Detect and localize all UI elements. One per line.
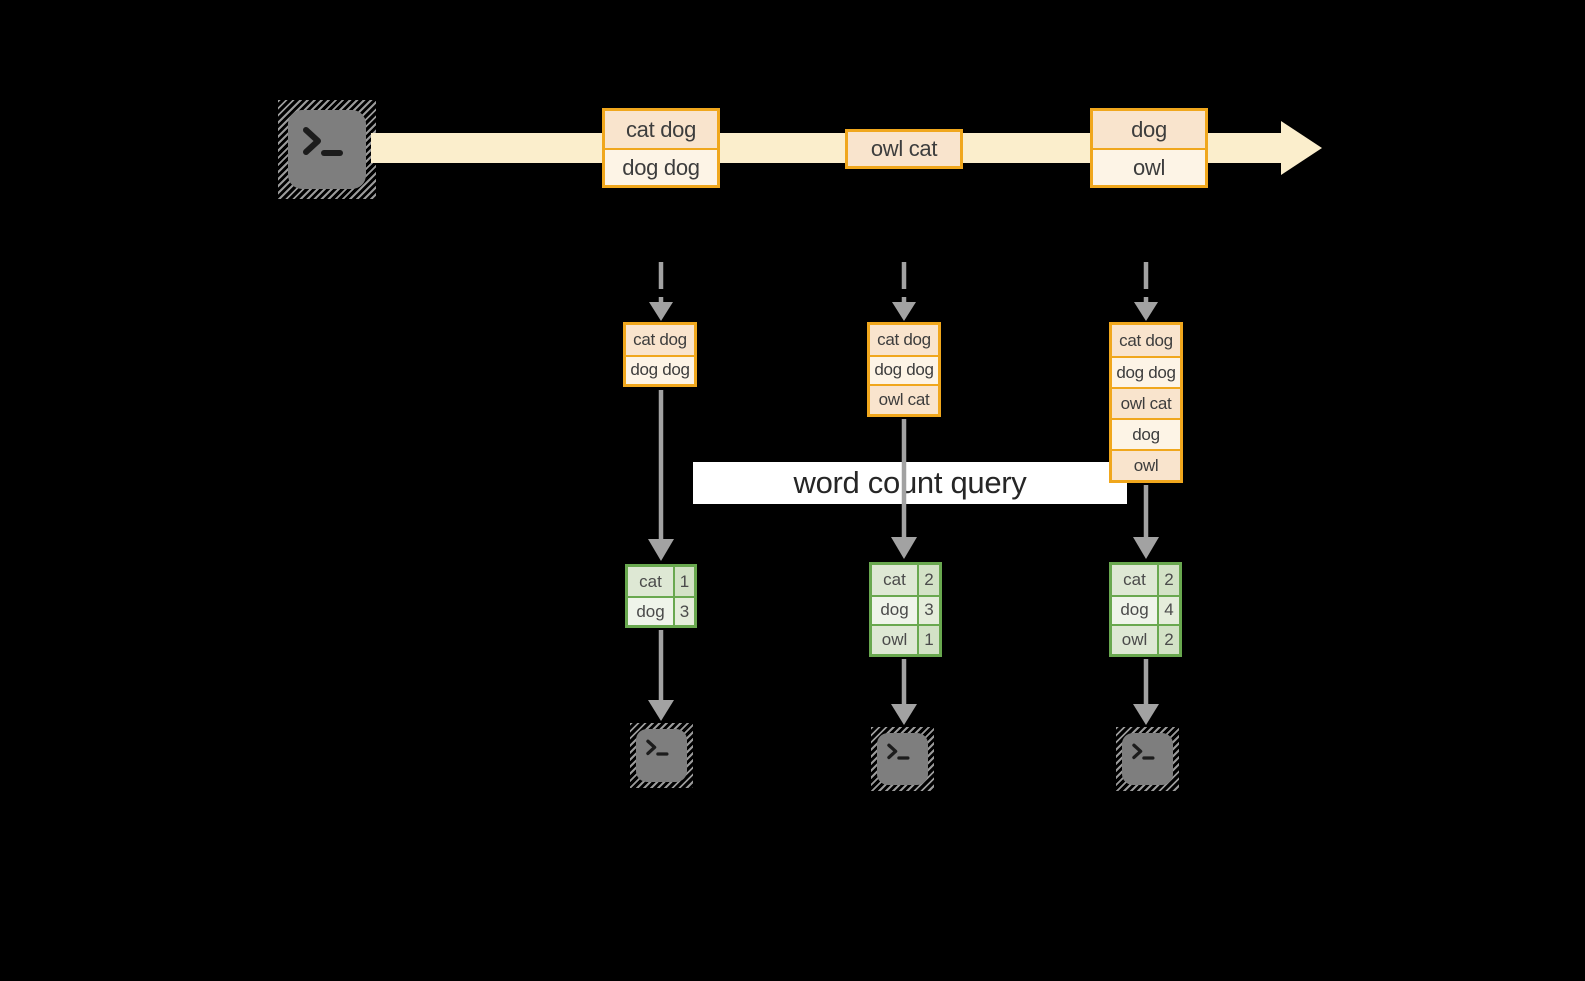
count-value: 2 (1157, 565, 1179, 595)
count-value: 3 (673, 596, 694, 625)
count-value: 1 (917, 624, 939, 654)
count-value: 4 (1157, 594, 1179, 625)
stream-record: dog dog (605, 148, 717, 185)
state-item: owl (1112, 449, 1180, 480)
state-item: cat dog (870, 325, 938, 355)
count-word: dog (872, 594, 917, 625)
count-word: cat (872, 565, 917, 595)
count-word: dog (1112, 594, 1157, 625)
stream-record: owl (1093, 148, 1205, 185)
terminal-icon (278, 100, 376, 199)
count-word: cat (1112, 565, 1157, 595)
prompt-glyph (1132, 743, 1155, 760)
terminal-icon (630, 723, 693, 788)
state-box: cat dog dog dog owl cat (867, 322, 941, 417)
count-value: 2 (917, 565, 939, 595)
prompt-glyph (303, 127, 343, 156)
state-item: cat dog (1112, 325, 1180, 356)
count-word: dog (628, 596, 673, 625)
stream-record: owl cat (848, 132, 960, 166)
state-box: cat dog dog dog (623, 322, 697, 387)
count-table: cat 1 dog 3 (625, 564, 697, 628)
state-item: dog dog (1112, 356, 1180, 387)
terminal-icon (871, 727, 934, 791)
count-table: cat 2 dog 4 owl 2 (1109, 562, 1182, 657)
state-item: dog dog (626, 354, 694, 384)
count-word: cat (628, 567, 673, 596)
count-word: owl (872, 624, 917, 654)
state-item: owl cat (1112, 387, 1180, 418)
stream-timeline-arrowhead-icon (1281, 121, 1322, 175)
stream-record: cat dog (605, 111, 717, 148)
terminal-screen (636, 729, 687, 782)
prompt-glyph (887, 743, 910, 760)
query-label: word count query (793, 465, 1027, 500)
stream-batch-box: owl cat (845, 129, 963, 169)
state-item: dog (1112, 418, 1180, 449)
count-value: 3 (917, 594, 939, 625)
query-banner: word count query (693, 462, 1127, 504)
state-item: cat dog (626, 325, 694, 355)
count-value: 1 (673, 567, 694, 596)
state-item: owl cat (870, 384, 938, 414)
terminal-icon (1116, 727, 1179, 791)
stream-batch-box: cat dog dog dog (602, 108, 720, 188)
state-item: dog dog (870, 354, 938, 385)
stream-batch-box: dog owl (1090, 108, 1208, 188)
terminal-screen (1122, 733, 1173, 785)
state-box: cat dog dog dog owl cat dog owl (1109, 322, 1183, 483)
prompt-glyph (646, 739, 669, 756)
terminal-screen (877, 733, 928, 785)
terminal-screen (288, 110, 366, 189)
stream-record: dog (1093, 111, 1205, 148)
count-value: 2 (1157, 624, 1179, 654)
count-table: cat 2 dog 3 owl 1 (869, 562, 942, 657)
count-word: owl (1112, 624, 1157, 654)
